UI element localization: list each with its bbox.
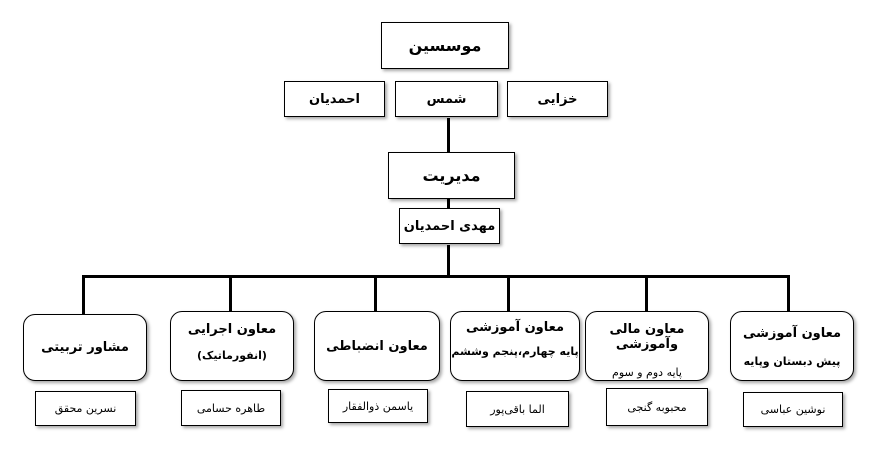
role-subtitle: (انفورماتیک) bbox=[197, 349, 267, 362]
person-name: یاسمن ذوالفقار bbox=[342, 399, 414, 413]
founder-box: احمدیان bbox=[284, 81, 385, 117]
person-name-box: یاسمن ذوالفقار bbox=[328, 389, 428, 423]
connector-horizontal-bus bbox=[82, 275, 789, 278]
founders-title-box: موسسین bbox=[381, 22, 509, 69]
person-name-box: نوشین عباسی bbox=[743, 392, 843, 427]
founder-name: احمدیان bbox=[309, 91, 360, 107]
role-title: معاون اجرایی bbox=[187, 322, 277, 337]
role-title: معاون انضباطی bbox=[326, 338, 428, 354]
connector-drop bbox=[787, 275, 790, 311]
role-subtitle: پایه چهارم،پنجم وششم bbox=[451, 345, 579, 358]
management-title-box: مدیریت bbox=[388, 152, 515, 199]
person-name: الما باقی‌پور bbox=[490, 402, 545, 416]
person-name: نسرین محقق bbox=[54, 402, 117, 415]
founder-name: خزایی bbox=[537, 91, 578, 107]
connector-founders-management bbox=[447, 118, 450, 154]
person-name: محبوبه گنجی bbox=[627, 400, 687, 414]
connector-drop bbox=[645, 275, 648, 311]
founders-title: موسسین bbox=[408, 36, 482, 55]
founder-box: خزایی bbox=[507, 81, 608, 117]
role-title: معاون آموزشی bbox=[465, 320, 565, 335]
management-title: مدیریت bbox=[422, 166, 481, 185]
management-name: مهدی احمدیان bbox=[403, 218, 496, 234]
connector-management-name bbox=[447, 199, 450, 209]
founder-box: شمس bbox=[395, 81, 498, 117]
role-title: معاون آموزشی bbox=[742, 326, 842, 341]
role-subtitle: پایه دوم و سوم bbox=[612, 366, 682, 379]
role-title: معاون مالی وآموزشی bbox=[609, 322, 685, 352]
person-name-box: طاهره حسامی bbox=[181, 390, 281, 426]
role-box: معاون مالی وآموزشی پایه دوم و سوم bbox=[585, 311, 709, 381]
role-box: معاون اجرایی (انفورماتیک) bbox=[170, 311, 294, 381]
person-name: طاهره حسامی bbox=[196, 401, 266, 415]
person-name-box: محبوبه گنجی bbox=[606, 388, 708, 426]
person-name: نوشین عباسی bbox=[760, 403, 826, 416]
connector-drop bbox=[82, 275, 85, 315]
role-subtitle: پیش دبستان وپایه bbox=[743, 355, 841, 368]
person-name-box: الما باقی‌پور bbox=[466, 391, 569, 427]
role-box: مشاور تربیتی bbox=[23, 314, 147, 381]
role-box: معاون انضباطی bbox=[314, 311, 440, 381]
connector-drop bbox=[507, 275, 510, 311]
management-name-box: مهدی احمدیان bbox=[399, 208, 500, 244]
founder-name: شمس bbox=[426, 91, 467, 107]
person-name-box: نسرین محقق bbox=[35, 391, 136, 426]
role-box: معاون آموزشی پیش دبستان وپایه bbox=[730, 311, 854, 381]
connector-drop bbox=[374, 275, 377, 311]
connector-drop bbox=[229, 275, 232, 311]
role-title: مشاور تربیتی bbox=[41, 340, 129, 355]
connector-name-bus bbox=[447, 245, 450, 277]
role-box: معاون آموزشی پایه چهارم،پنجم وششم bbox=[450, 311, 580, 381]
